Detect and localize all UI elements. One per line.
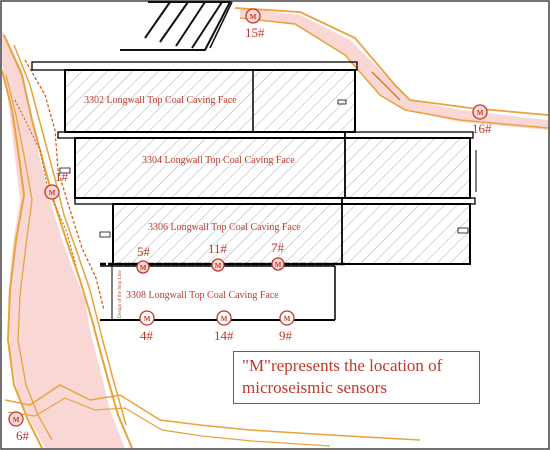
svg-text:M: M [13, 416, 20, 424]
sensor-5-label: 5# [137, 244, 151, 259]
svg-text:M: M [49, 189, 56, 197]
face-3302: 3302 Longwall Top Coal Caving Face [31, 61, 358, 133]
svg-text:M: M [221, 315, 228, 323]
svg-text:M: M [140, 264, 147, 272]
svg-text:M: M [215, 262, 222, 270]
sensor-11: M 11# [208, 241, 228, 272]
sensor-7-label: 7# [271, 240, 285, 255]
svg-text:M: M [284, 315, 291, 323]
sensor-11-label: 11# [208, 241, 228, 256]
left-roadway [1, 30, 421, 449]
sensor-4: M 4# [139, 310, 155, 343]
top-stair-roadway [120, 1, 233, 51]
svg-text:M: M [144, 315, 151, 323]
top-right-roadway [234, 7, 549, 130]
face-label-3302: 3302 Longwall Top Coal Caving Face [84, 95, 237, 106]
sensor-6: M 6# [8, 411, 30, 443]
sensor-14: M 14# [214, 310, 234, 343]
legend-box: "M"represents the location of microseism… [233, 351, 480, 404]
legend-line-2: microseismic sensors [242, 378, 387, 397]
face-label-3308: 3308 Longwall Top Coal Caving Face [126, 290, 279, 301]
sensor-15: M 15# [245, 8, 265, 40]
legend-line-1: "M"represents the location of [242, 356, 443, 375]
sensor-14-label: 14# [214, 328, 234, 343]
sensor-5: M 5# [136, 244, 151, 274]
face-label-3304: 3304 Longwall Top Coal Caving Face [142, 155, 295, 166]
face-3304: 3304 Longwall Top Coal Caving Face [57, 131, 477, 199]
face-label-3306: 3306 Longwall Top Coal Caving Face [148, 222, 301, 233]
sensor-1: M 1# [44, 169, 69, 200]
sensor-15-label: 15# [245, 25, 265, 40]
sensor-9: M 9# [279, 310, 295, 343]
stop-line-note: Design of the Stop Line [118, 269, 123, 318]
sensor-1-label: 1# [55, 169, 69, 184]
sensors: M 1# M 4# M 5# M 6# M 7# M 9# [8, 8, 492, 443]
sensor-9-label: 9# [279, 328, 293, 343]
sensor-16-label: 16# [472, 121, 492, 136]
svg-text:M: M [275, 261, 282, 269]
sensor-16: M 16# [472, 104, 492, 136]
sensor-7: M 7# [271, 240, 285, 271]
face-3308: 3308 Longwall Top Coal Caving Face Desig… [100, 265, 336, 321]
svg-text:M: M [250, 13, 257, 21]
svg-text:M: M [477, 109, 484, 117]
sensor-6-label: 6# [16, 428, 30, 443]
sensor-4-label: 4# [140, 328, 154, 343]
